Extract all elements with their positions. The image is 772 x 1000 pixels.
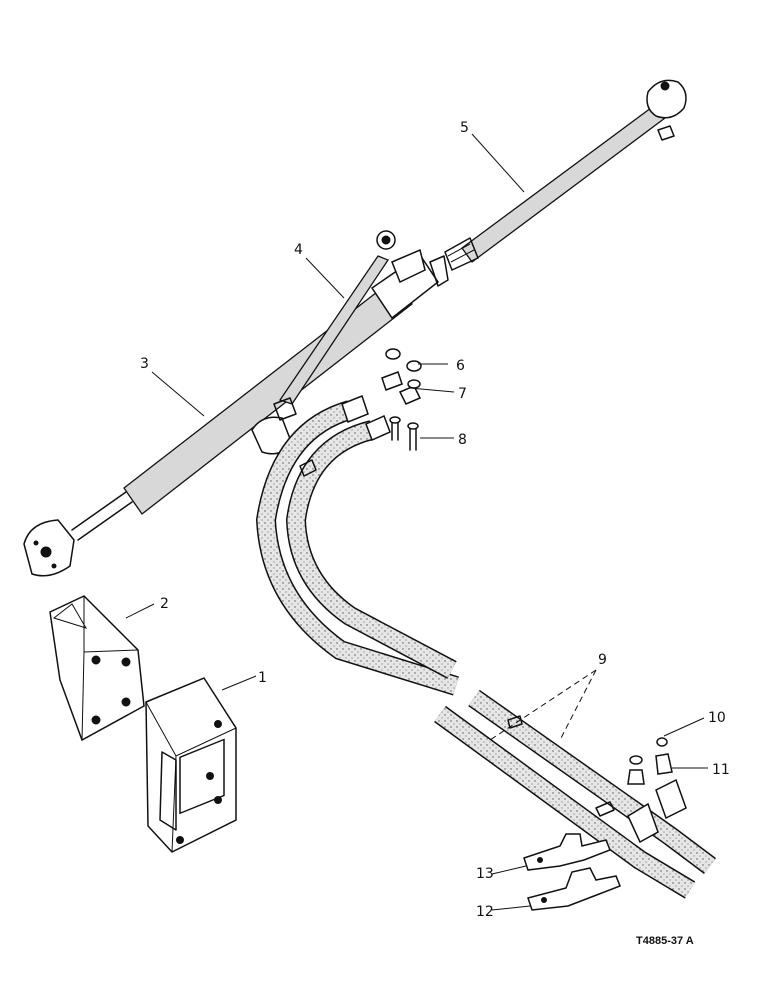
fittings-6-7-8 [381, 348, 422, 451]
part-5-rod [444, 79, 687, 271]
part-1-spacer [145, 677, 237, 853]
callout-7: 7 [458, 386, 467, 402]
callout-9: 9 [598, 652, 607, 668]
callout-13: 13 [476, 866, 494, 882]
callout-11: 11 [712, 762, 730, 778]
callout-labels: 1 2 3 4 5 6 7 8 9 10 11 12 13 [140, 120, 730, 920]
callout-6: 6 [456, 358, 465, 374]
callout-5: 5 [460, 120, 469, 136]
callout-4: 4 [294, 242, 303, 258]
callout-8: 8 [458, 432, 467, 448]
callout-2: 2 [160, 596, 169, 612]
brackets-12-13 [523, 833, 621, 911]
callout-10: 10 [708, 710, 726, 726]
callout-1: 1 [258, 670, 267, 686]
part-3-cylinder [23, 248, 449, 577]
callout-12: 12 [476, 904, 494, 920]
fittings-10-11 [627, 737, 673, 785]
leader-lines [125, 133, 708, 911]
part-9-hoses [255, 395, 716, 899]
callout-3: 3 [140, 356, 149, 372]
part-2-bracket [49, 595, 145, 742]
drawing-code: T4885-37 A [636, 935, 694, 947]
